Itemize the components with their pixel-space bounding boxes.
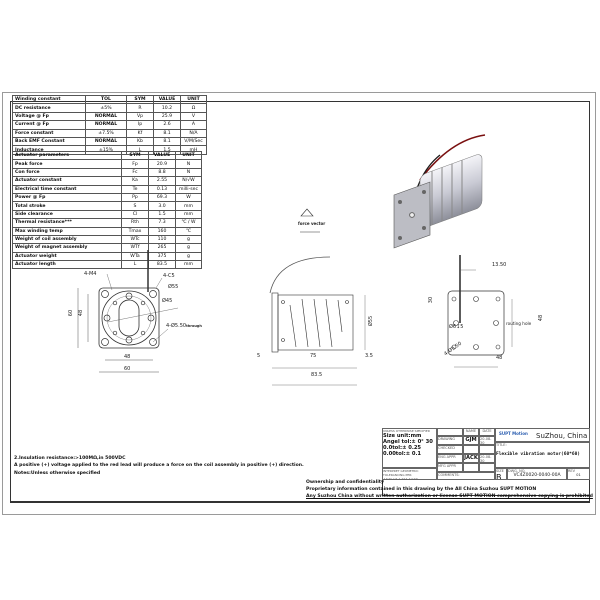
dim-w48: 48 bbox=[124, 354, 131, 360]
winding-constant-table: Winding constant TOL SYM VALUE UNIT DC r… bbox=[12, 94, 207, 155]
dim-h60: 60 bbox=[68, 309, 75, 317]
outer-frame bbox=[2, 92, 596, 515]
ownership-line-1: Proprietary information contained in thi… bbox=[306, 487, 537, 492]
drawing-number-box: DWG. NO. VC4Z0020-0040-00A bbox=[507, 468, 567, 480]
revision-box: REV 01 bbox=[567, 468, 590, 480]
dim-w48: 48 bbox=[496, 355, 503, 361]
dim-left-5: 5 bbox=[257, 353, 261, 359]
force-vector-label: force vector bbox=[298, 221, 326, 226]
ownership-line-2: Any Suzhou China without written authori… bbox=[306, 494, 593, 499]
size-box: SIZE B bbox=[495, 468, 507, 480]
dim-v30: 30 bbox=[428, 296, 435, 304]
front-view-drawing bbox=[77, 250, 179, 373]
dim-mid-75: 75 bbox=[310, 353, 317, 359]
dim-4-m4: 4-M4 bbox=[84, 271, 97, 277]
supt-logo: SUPT Motion bbox=[499, 431, 528, 436]
dim-dia-55: Ø55 bbox=[368, 315, 375, 327]
note-unless: Notes:Unless otherwise specified bbox=[14, 471, 101, 476]
note-polarity: A positive (+) voltage applied to the re… bbox=[14, 463, 304, 468]
dim-counterbore: Ø6↧5 bbox=[449, 324, 464, 330]
title-box: TITLE: Flexible vibration motor(60*60) bbox=[495, 442, 590, 468]
dim-total-83-5: 83.5 bbox=[311, 372, 323, 378]
note-insulation: 2.Insulation resistance:>100MΩ,in 500VDC bbox=[14, 456, 126, 461]
right-view-drawing bbox=[447, 255, 513, 368]
dim-d45: Ø45 bbox=[162, 298, 173, 304]
company-name: SuZhou, China bbox=[536, 432, 588, 440]
dim-top-13-50: 13.50 bbox=[492, 262, 507, 268]
dim-right-3-5: 3.5 bbox=[365, 353, 373, 359]
table-header: Winding constant TOL SYM VALUE UNIT bbox=[12, 94, 207, 105]
dim-4-c5: 4-C5 bbox=[163, 273, 175, 279]
routing-hole-label: routing hole bbox=[506, 321, 532, 326]
dim-v48: 48 bbox=[538, 314, 545, 322]
isometric-motor-render bbox=[393, 134, 486, 249]
warning-triangle-icon bbox=[300, 208, 314, 217]
actuator-parameters-table: Actuator parameters SYM VALUE UNIT Peak … bbox=[12, 150, 202, 270]
ownership-heading: Ownership and confidentiality bbox=[306, 480, 384, 485]
dim-d55: Ø55 bbox=[168, 284, 179, 290]
tolerance-box: UNLESS OTHERWISE SPECIFIED Size unit:mm … bbox=[382, 428, 437, 468]
table-header: Actuator parameters SYM VALUE UNIT bbox=[12, 150, 202, 161]
dim-h48: 48 bbox=[78, 309, 85, 317]
drawing-frame bbox=[10, 101, 590, 503]
dim-4-holes: 4-Ø5.50through bbox=[166, 323, 202, 329]
side-view-drawing bbox=[269, 208, 366, 386]
standard-box: INTERPRET GEOMETRIC TOLERANCING PER: ANS… bbox=[382, 468, 437, 480]
company-box: SUPT Motion SuZhou, China bbox=[495, 428, 590, 442]
dim-w60: 60 bbox=[124, 366, 131, 372]
red-lead-wire bbox=[419, 134, 486, 181]
